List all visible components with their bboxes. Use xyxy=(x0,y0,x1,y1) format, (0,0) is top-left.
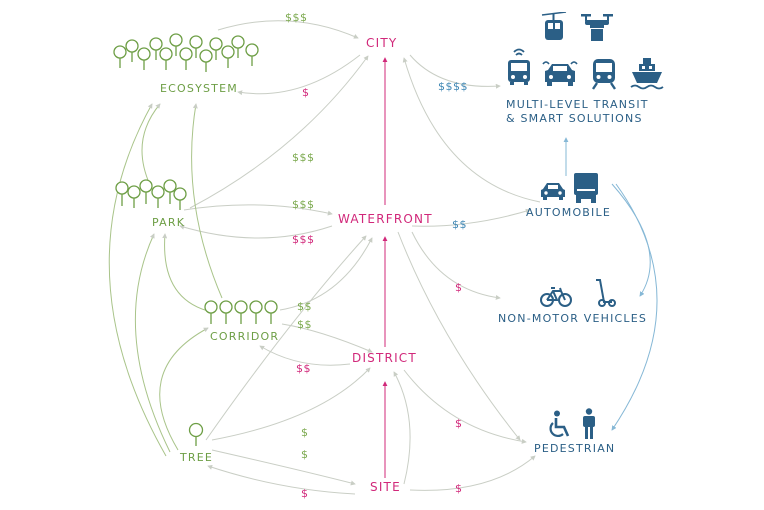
link-tree-corridor xyxy=(159,327,209,451)
link-tree-ecosystem xyxy=(108,103,167,457)
tree-row-icon xyxy=(204,300,278,324)
link-waterfront-pedestrian xyxy=(397,231,521,441)
money-eco-city: $$$ xyxy=(285,11,308,24)
link-waterfront-automobile xyxy=(411,208,531,227)
money-tree-site: $ xyxy=(301,448,309,461)
drone-icon xyxy=(581,14,613,41)
link-automobile-nonmotor xyxy=(611,183,651,297)
money-corr-dist: $$ xyxy=(297,318,312,331)
tree-label: TREE xyxy=(180,451,214,464)
link-corridor-ecosystem xyxy=(191,103,223,299)
ecosystem-label: ECOSYSTEM xyxy=(160,82,238,95)
ship-icon xyxy=(630,58,664,90)
single-tree-icon xyxy=(188,422,204,446)
link-site-pedestrian xyxy=(409,455,536,491)
link-site-tree xyxy=(207,464,356,495)
link-park-ecosystem xyxy=(141,103,161,186)
money-city-transit: $$$$ xyxy=(438,80,468,93)
pedestrian-label: PEDESTRIAN xyxy=(534,442,616,455)
money-dist-corr: $$ xyxy=(296,362,311,375)
scooter-icon xyxy=(596,279,616,307)
money-wf-auto: $$ xyxy=(452,218,467,231)
link-city-transit xyxy=(409,54,501,89)
link-automobile-pedestrian xyxy=(611,183,658,431)
link-corridor-waterfront xyxy=(279,237,373,311)
link-tree-park xyxy=(134,233,171,453)
money-site-tree: $ xyxy=(301,487,309,500)
money-wf-park: $$$ xyxy=(292,233,315,246)
gondola-icon xyxy=(541,12,567,40)
tree-cluster-icon xyxy=(115,179,187,210)
city-label: CITY xyxy=(366,36,398,50)
money-wf-nonmotor: $ xyxy=(455,281,463,294)
link-automobile-city xyxy=(402,57,541,203)
car-icon xyxy=(541,183,565,200)
link-tree-waterfront xyxy=(205,235,367,441)
money-site-ped: $ xyxy=(455,482,463,495)
link-tree-district xyxy=(211,367,371,441)
train-icon xyxy=(592,59,616,90)
wheelchair-icon xyxy=(549,410,570,437)
park-label: PARK xyxy=(152,216,186,229)
non-motor-label: NON-MOTOR VEHICLES xyxy=(498,312,648,325)
bus-icon xyxy=(508,48,530,85)
link-waterfront-nonmotor xyxy=(411,231,501,300)
person-icon xyxy=(583,408,595,439)
link-corridor-district xyxy=(281,323,373,353)
waterfront-label: WATERFRONT xyxy=(338,212,433,226)
truck-icon xyxy=(574,173,598,203)
money-park-city: $$$ xyxy=(292,151,315,164)
tree-cluster-icon xyxy=(113,33,259,72)
corridor-label: CORRIDOR xyxy=(210,330,280,343)
money-park-wf: $$$ xyxy=(292,198,315,211)
link-park-city xyxy=(189,55,369,209)
link-corridor-park xyxy=(162,233,213,313)
money-corr-wf: $$ xyxy=(297,300,312,313)
site-label: SITE xyxy=(370,480,401,494)
money-city-eco: $ xyxy=(302,86,310,99)
link-tree-site xyxy=(211,449,356,486)
link-park-waterfront xyxy=(183,204,333,216)
link-city-ecosystem xyxy=(237,54,361,96)
link-site-district xyxy=(393,371,411,485)
car-icon xyxy=(542,61,578,86)
link-district-corridor xyxy=(259,345,351,366)
district-label: DISTRICT xyxy=(352,351,417,365)
bicycle-icon xyxy=(540,287,572,307)
link-waterfront-park xyxy=(179,224,333,239)
transit-label-line2: & SMART SOLUTIONS xyxy=(506,112,643,125)
link-ecosystem-city xyxy=(217,20,359,39)
money-tree-dist: $ xyxy=(301,426,309,439)
money-dist-ped: $ xyxy=(455,417,463,430)
automobile-label: AUTOMOBILE xyxy=(526,206,611,219)
transit-label-line1: MULTI-LEVEL TRANSIT xyxy=(506,98,649,111)
link-district-pedestrian xyxy=(403,369,527,444)
